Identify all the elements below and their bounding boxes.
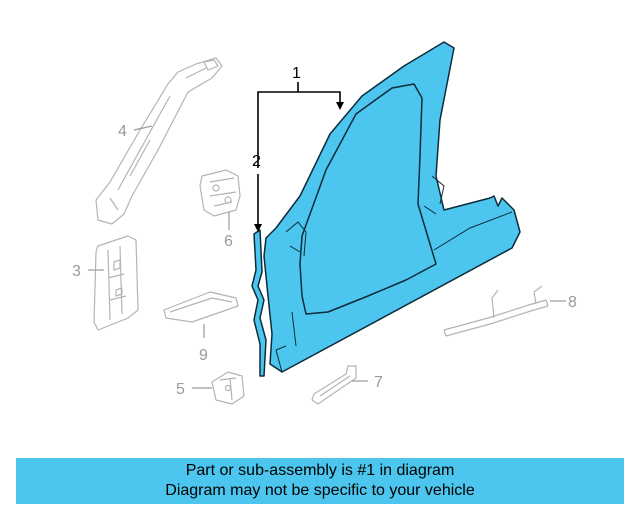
- callout-6: 6: [224, 233, 233, 250]
- part-2-seal-strip[interactable]: [251, 229, 267, 377]
- arrowhead-1: [336, 102, 344, 110]
- part-9-pad[interactable]: [163, 291, 239, 323]
- banner-line-1: Part or sub-assembly is #1 in diagram: [185, 462, 455, 479]
- callout-7: 7: [374, 374, 383, 391]
- notice-banner: Part or sub-assembly is #1 in diagram Di…: [16, 458, 624, 504]
- part-5-bracket[interactable]: [211, 371, 245, 405]
- callout-9: 9: [199, 347, 208, 364]
- callout-2: 2: [252, 153, 261, 170]
- part-8-harness[interactable]: [443, 285, 549, 337]
- callout-3: 3: [72, 263, 81, 280]
- leader-4: [133, 125, 153, 131]
- callout-4: 4: [118, 123, 127, 140]
- parts-diagram: 4 3 6 9 5 7 8: [72, 41, 577, 405]
- banner-line-2: Diagram may not be specific to your vehi…: [165, 482, 475, 499]
- callout-1: 1: [292, 65, 301, 82]
- leader-1: [257, 91, 341, 168]
- part-1-uniside-panel[interactable]: [263, 41, 521, 373]
- callout-5: 5: [176, 381, 185, 398]
- part-3-lower-reinforcement[interactable]: [93, 235, 139, 331]
- part-7-rocker-insert[interactable]: [311, 365, 357, 405]
- arrowhead-2: [254, 224, 262, 232]
- part-4-pillar-reinforcement[interactable]: [95, 57, 223, 225]
- part-6-hinge-bracket[interactable]: [199, 169, 241, 217]
- callout-8: 8: [568, 294, 577, 311]
